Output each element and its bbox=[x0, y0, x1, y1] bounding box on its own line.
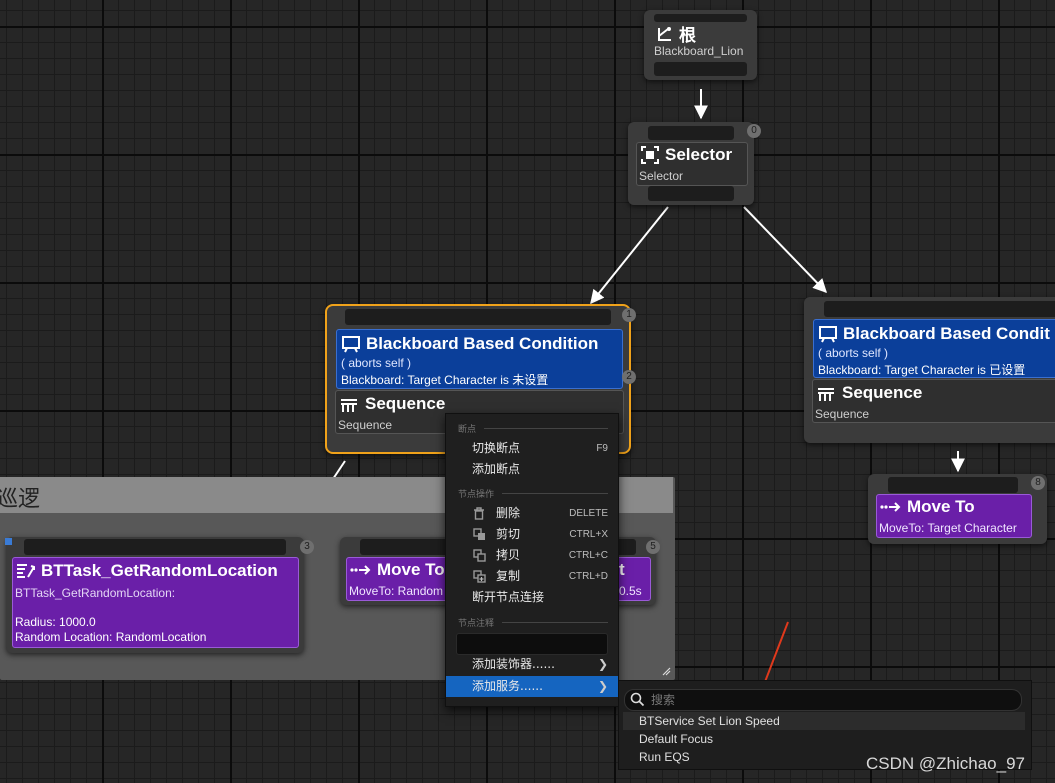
menu-break-links[interactable]: 断开节点连接 bbox=[472, 590, 545, 604]
selector-node[interactable]: Selector Selector bbox=[628, 122, 754, 205]
section-node-comment: 节点注释 bbox=[458, 616, 608, 629]
sequence-icon bbox=[341, 399, 357, 412]
watermark: CSDN @Zhichao_97 bbox=[866, 754, 1025, 773]
wire-selector-right bbox=[743, 206, 827, 294]
breakpoint-marker bbox=[5, 538, 12, 545]
node-comment-input[interactable] bbox=[456, 633, 608, 655]
service-item[interactable]: Default Focus bbox=[639, 732, 714, 746]
sequence-icon bbox=[818, 388, 834, 401]
random-location-input-pin[interactable] bbox=[24, 539, 286, 555]
menu-toggle-breakpoint[interactable]: 切换断点 F9 bbox=[472, 441, 608, 455]
menu-duplicate[interactable]: 复制 CTRL+D bbox=[446, 566, 618, 587]
service-search-input[interactable] bbox=[649, 691, 1013, 709]
search-icon bbox=[630, 692, 645, 707]
add-service-submenu[interactable]: BTService Set Lion Speed Default Focus R… bbox=[618, 680, 1032, 770]
root-title: 根 bbox=[679, 26, 696, 45]
left-moveto-subtitle: MoveTo: Random bbox=[349, 584, 444, 598]
left-moveto-index-badge: 5 bbox=[646, 540, 660, 554]
root-node[interactable]: 根 Blackboard_Lion bbox=[644, 10, 757, 80]
right-moveto-node[interactable]: Move To MoveTo: Target Character bbox=[868, 474, 1047, 544]
right-moveto-subtitle: MoveTo: Target Character bbox=[879, 521, 1017, 535]
root-top-pin bbox=[654, 14, 747, 22]
selector-input-pin[interactable] bbox=[648, 126, 734, 140]
random-location-key: Random Location: RandomLocation bbox=[15, 630, 207, 644]
random-location-desc: BTTask_GetRandomLocation: bbox=[15, 586, 176, 600]
left-moveto-trailing-title: t bbox=[619, 560, 625, 579]
section-node-actions: 节点操作 bbox=[458, 487, 608, 500]
menu-add-breakpoint[interactable]: 添加断点 bbox=[472, 462, 521, 476]
patrol-group-title: 巡逻 bbox=[0, 487, 41, 512]
right-moveto-title: Move To bbox=[907, 497, 975, 516]
root-subtitle: Blackboard_Lion bbox=[654, 44, 744, 58]
right-decorator-title: Blackboard Based Condit bbox=[843, 324, 1050, 343]
left-moveto-title: Move To bbox=[377, 560, 445, 579]
copy-icon bbox=[473, 549, 486, 562]
left-decorator-index-badge: 2 bbox=[622, 370, 636, 384]
selector-subtitle: Selector bbox=[639, 169, 684, 183]
root-output-pin[interactable] bbox=[654, 62, 747, 76]
move-to-icon bbox=[350, 565, 371, 575]
duplicate-icon bbox=[473, 570, 486, 583]
blackboard-icon bbox=[342, 336, 360, 353]
task-blueprint-icon bbox=[17, 564, 35, 578]
left-decorator[interactable]: Blackboard Based Condition ( aborts self… bbox=[336, 329, 623, 389]
blackboard-icon bbox=[819, 326, 837, 343]
cut-icon bbox=[473, 528, 485, 540]
selector-title: Selector bbox=[665, 145, 733, 164]
right-sequence-subtitle: Sequence bbox=[815, 407, 870, 421]
left-sequence-index-badge: 1 bbox=[622, 308, 636, 322]
menu-copy[interactable]: 拷贝 CTRL+C bbox=[446, 545, 618, 566]
left-sequence-node[interactable]: Blackboard Based Condition ( aborts self… bbox=[325, 304, 631, 454]
right-moveto-input-pin[interactable] bbox=[888, 477, 1018, 493]
menu-delete[interactable]: 删除 DELETE bbox=[446, 503, 618, 524]
root-tree-icon bbox=[658, 26, 671, 41]
move-to-icon bbox=[880, 502, 901, 512]
service-item[interactable]: Run EQS bbox=[639, 750, 690, 764]
selector-icon bbox=[641, 146, 659, 164]
right-sequence-input-pin[interactable] bbox=[824, 301, 1055, 317]
right-sequence-node[interactable]: Blackboard Based Condit ( aborts self ) … bbox=[804, 297, 1055, 443]
right-moveto-index-badge: 8 bbox=[1031, 476, 1045, 490]
right-sequence-composite[interactable]: Sequence Sequence bbox=[812, 379, 1055, 423]
service-item[interactable]: BTService Set Lion Speed bbox=[623, 712, 1025, 730]
wire-selector-left bbox=[590, 206, 669, 305]
left-decorator-aborts: ( aborts self ) bbox=[341, 356, 412, 370]
node-context-menu[interactable]: 断点 切换断点 F9 添加断点 节点操作 删除 DELETE 剪切 CTRL+X… bbox=[445, 413, 619, 707]
service-search-box[interactable] bbox=[624, 689, 1022, 711]
selector-output-pin[interactable] bbox=[648, 186, 734, 201]
right-decorator[interactable]: Blackboard Based Condit ( aborts self ) … bbox=[813, 319, 1055, 378]
menu-add-decorator[interactable]: 添加装饰器...... ❯ bbox=[446, 654, 618, 675]
left-decorator-condition: Blackboard: Target Character is 未设置 bbox=[341, 373, 549, 387]
section-breakpoints: 断点 bbox=[458, 422, 608, 435]
resize-handle-icon[interactable] bbox=[661, 666, 671, 676]
left-sequence-input-pin[interactable] bbox=[345, 309, 611, 325]
trash-icon bbox=[474, 507, 484, 520]
random-location-task-node[interactable]: BTTask_GetRandomLocation BTTask_GetRando… bbox=[6, 537, 304, 653]
left-sequence-subtitle: Sequence bbox=[338, 418, 393, 432]
menu-add-service[interactable]: 添加服务...... ❯ bbox=[446, 676, 618, 697]
right-decorator-aborts: ( aborts self ) bbox=[818, 346, 889, 360]
selector-index-badge: 0 bbox=[747, 124, 761, 138]
chevron-right-icon: ❯ bbox=[597, 679, 608, 693]
random-location-title: BTTask_GetRandomLocation bbox=[41, 561, 278, 580]
right-sequence-title: Sequence bbox=[842, 383, 923, 402]
chevron-right-icon: ❯ bbox=[597, 657, 608, 671]
left-moveto-trailing-sub: 0.5s bbox=[619, 584, 642, 598]
menu-cut[interactable]: 剪切 CTRL+X bbox=[446, 524, 618, 545]
left-decorator-title: Blackboard Based Condition bbox=[366, 334, 599, 353]
left-sequence-title: Sequence bbox=[365, 394, 446, 413]
right-decorator-condition: Blackboard: Target Character is 已设置 bbox=[818, 363, 1026, 377]
random-location-radius: Radius: 1000.0 bbox=[15, 615, 96, 629]
random-location-index-badge: 3 bbox=[300, 540, 314, 554]
